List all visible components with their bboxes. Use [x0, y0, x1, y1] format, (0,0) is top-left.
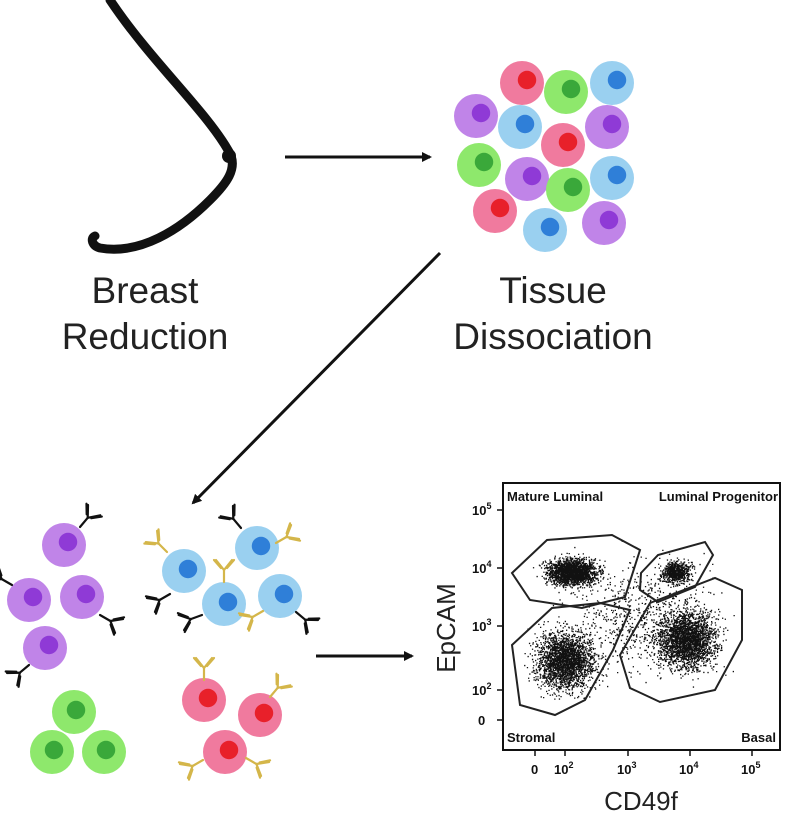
facs-gates [510, 533, 743, 717]
purple-stained-cell [7, 578, 51, 622]
x-tick-label-1e4: 104 [679, 760, 698, 777]
purple-stained-cell [42, 523, 86, 567]
y-tick-label-1e4: 104 [472, 559, 491, 576]
antibody-icon [4, 663, 31, 688]
pink-stained-cell [238, 693, 282, 737]
antibody-icon [274, 522, 302, 545]
antibody-icon [212, 558, 236, 584]
antibody-icon [237, 609, 265, 632]
x-axis-label: CD49f [604, 786, 678, 816]
x-tick-label-0: 0 [531, 762, 538, 777]
dissociated-cell [590, 156, 634, 200]
antibody-icon [0, 564, 14, 587]
gate-label-stromal: Stromal [507, 730, 555, 745]
dissociated-cell [523, 208, 567, 252]
antibody-icon [268, 672, 293, 699]
dissociated-cell [454, 94, 498, 138]
antibody-stained-cells [0, 502, 321, 781]
dissociated-cell [500, 61, 544, 105]
breast-reduction-label: Breast [92, 270, 200, 311]
gate-stromal [510, 601, 632, 717]
gate-label-basal: Basal [741, 730, 776, 745]
antibody-icon [177, 758, 205, 781]
gate-label-mature-luminal: Mature Luminal [507, 489, 603, 504]
dissociated-cell [498, 105, 542, 149]
gate-mature-luminal [510, 533, 642, 610]
gate-label-luminal-progenitor: Luminal Progenitor [659, 489, 778, 504]
y-axis-label: EpCAM [431, 583, 461, 673]
antibody-icon [98, 613, 126, 636]
blue-stained-cell [258, 574, 302, 618]
dissociated-cell [457, 143, 501, 187]
tissue-dissociation-label-line2: Dissociation [453, 316, 652, 357]
antibody-icon [176, 612, 204, 634]
antibody-icon [294, 610, 321, 635]
dissociated-cell [590, 61, 634, 105]
breast-outline-icon [87, 0, 237, 254]
dissociated-cell [541, 123, 585, 167]
dissociated-cell [585, 105, 629, 149]
dissociated-cell-cluster [454, 61, 634, 252]
dissociated-cell [582, 201, 626, 245]
facs-plot: Mature Luminal Luminal Progenitor Stroma… [502, 482, 781, 751]
x-tick-label-1e2: 102 [554, 760, 573, 777]
y-tick-label-1e2: 102 [472, 681, 491, 698]
y-tick-label-1e3: 103 [472, 617, 491, 634]
pink-stained-cell [203, 730, 247, 774]
tissue-dissociation-label: Tissue [499, 270, 607, 311]
green-cell [52, 690, 96, 734]
purple-stained-cell [60, 575, 104, 619]
dissociated-cell [505, 157, 549, 201]
x-axis: 0 102 103 104 105 CD49f [531, 750, 760, 816]
antibody-icon [144, 592, 172, 615]
blue-stained-cell [162, 549, 206, 593]
antibody-icon [218, 503, 243, 530]
purple-stained-cell [23, 626, 67, 670]
breast-reduction-label-line2: Reduction [62, 316, 229, 357]
y-tick-label-1e5: 105 [472, 501, 491, 518]
dissociated-cell [546, 168, 590, 212]
dissociated-cell [544, 70, 588, 114]
y-axis: 105 104 103 102 0 EpCAM [431, 501, 503, 728]
x-tick-label-1e5: 105 [741, 760, 760, 777]
pink-stained-cell [182, 678, 226, 722]
facs-event-dots [524, 540, 735, 700]
dissociated-cell [473, 189, 517, 233]
antibody-icon [192, 656, 216, 682]
gate-basal [618, 576, 743, 704]
antibody-icon [143, 528, 169, 554]
blue-stained-cell [202, 582, 246, 626]
gate-luminal-progenitor [638, 540, 715, 604]
arrow-to-antibody-staining [191, 251, 442, 505]
green-cell [82, 730, 126, 774]
x-tick-label-1e3: 103 [617, 760, 636, 777]
green-cell [30, 730, 74, 774]
blue-stained-cell [235, 526, 279, 570]
y-tick-label-0: 0 [478, 713, 485, 728]
antibody-icon [244, 756, 272, 779]
antibody-icon [78, 502, 103, 529]
